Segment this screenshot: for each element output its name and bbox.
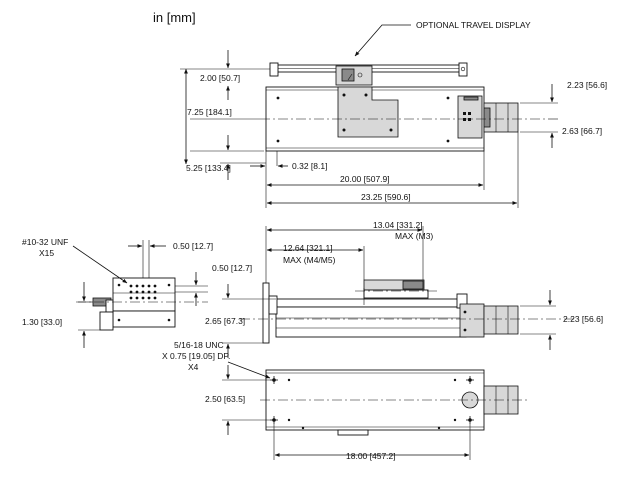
dim-0-50-right: 0.50 [12.7] <box>212 263 252 273</box>
dim-2-23-side: 2.23 [56.6] <box>563 314 603 324</box>
end-lower-block <box>112 310 176 328</box>
bottom-tab <box>337 429 369 436</box>
dim-2-63: 2.63 [66.7] <box>562 126 602 136</box>
dim-2-23-top: 2.23 [56.6] <box>567 80 607 90</box>
rail-end-left <box>269 62 279 77</box>
dim-18-00: 18.00 [457.2] <box>346 451 396 461</box>
mount-label-line2: X 0.75 [19.05] DP. <box>162 351 230 361</box>
dim-2-65: 2.65 [67.3] <box>205 316 245 326</box>
mount-label-line3: X4 <box>188 362 199 372</box>
carriage-plate <box>337 86 399 138</box>
rail-end-right <box>458 62 468 77</box>
dim-1-30: 1.30 [33.0] <box>22 317 62 327</box>
dim-0-32: 0.32 [8.1] <box>292 161 327 171</box>
dim-13-04-line2: MAX (M3) <box>395 231 433 241</box>
dim-0-50-upper: 0.50 [12.7] <box>173 241 213 251</box>
side-rail <box>275 298 467 308</box>
motor-end-block <box>457 95 483 139</box>
side-motor <box>483 305 519 335</box>
top-view: OPTIONAL TRAVEL DISPLAY 2.00 [50.7] 7.25… <box>180 20 607 208</box>
dim-12-64-line2: MAX (M4/M5) <box>283 255 336 265</box>
end-face <box>112 277 176 312</box>
dim-5-25: 5.25 [133.4] <box>186 163 231 173</box>
dim-12-64-line1: 12.64 [321.1] <box>283 243 333 253</box>
dim-13-04-line1: 13.04 [331.2] <box>373 220 423 230</box>
dim-2-00: 2.00 [50.7] <box>200 73 240 83</box>
end-view: #10-32 UNF X15 0.50 [12.7] 0.50 [12.7] 1… <box>22 237 252 348</box>
dim-7-25: 7.25 [184.1] <box>187 107 232 117</box>
dim-2-50: 2.50 [63.5] <box>205 394 245 404</box>
side-motor-block <box>459 303 485 338</box>
bottom-view: 5/16-18 UNC X 0.75 [19.05] DP. X4 2.50 [… <box>162 340 530 461</box>
optional-travel-display-callout: OPTIONAL TRAVEL DISPLAY <box>416 20 531 30</box>
mount-label-line1: 5/16-18 UNC <box>174 340 224 350</box>
actuator-body-side <box>275 306 467 338</box>
dim-20-00: 20.00 [507.9] <box>340 174 390 184</box>
dim-23-25: 23.25 [590.6] <box>361 192 411 202</box>
side-end-plate <box>262 282 270 344</box>
units-label: in [mm] <box>153 10 196 25</box>
thread-label-line1: #10-32 UNF <box>22 237 68 247</box>
thread-label-line2: X15 <box>39 248 54 258</box>
side-view: 13.04 [331.2] MAX (M3) 12.64 [321.1] MAX… <box>205 220 603 358</box>
